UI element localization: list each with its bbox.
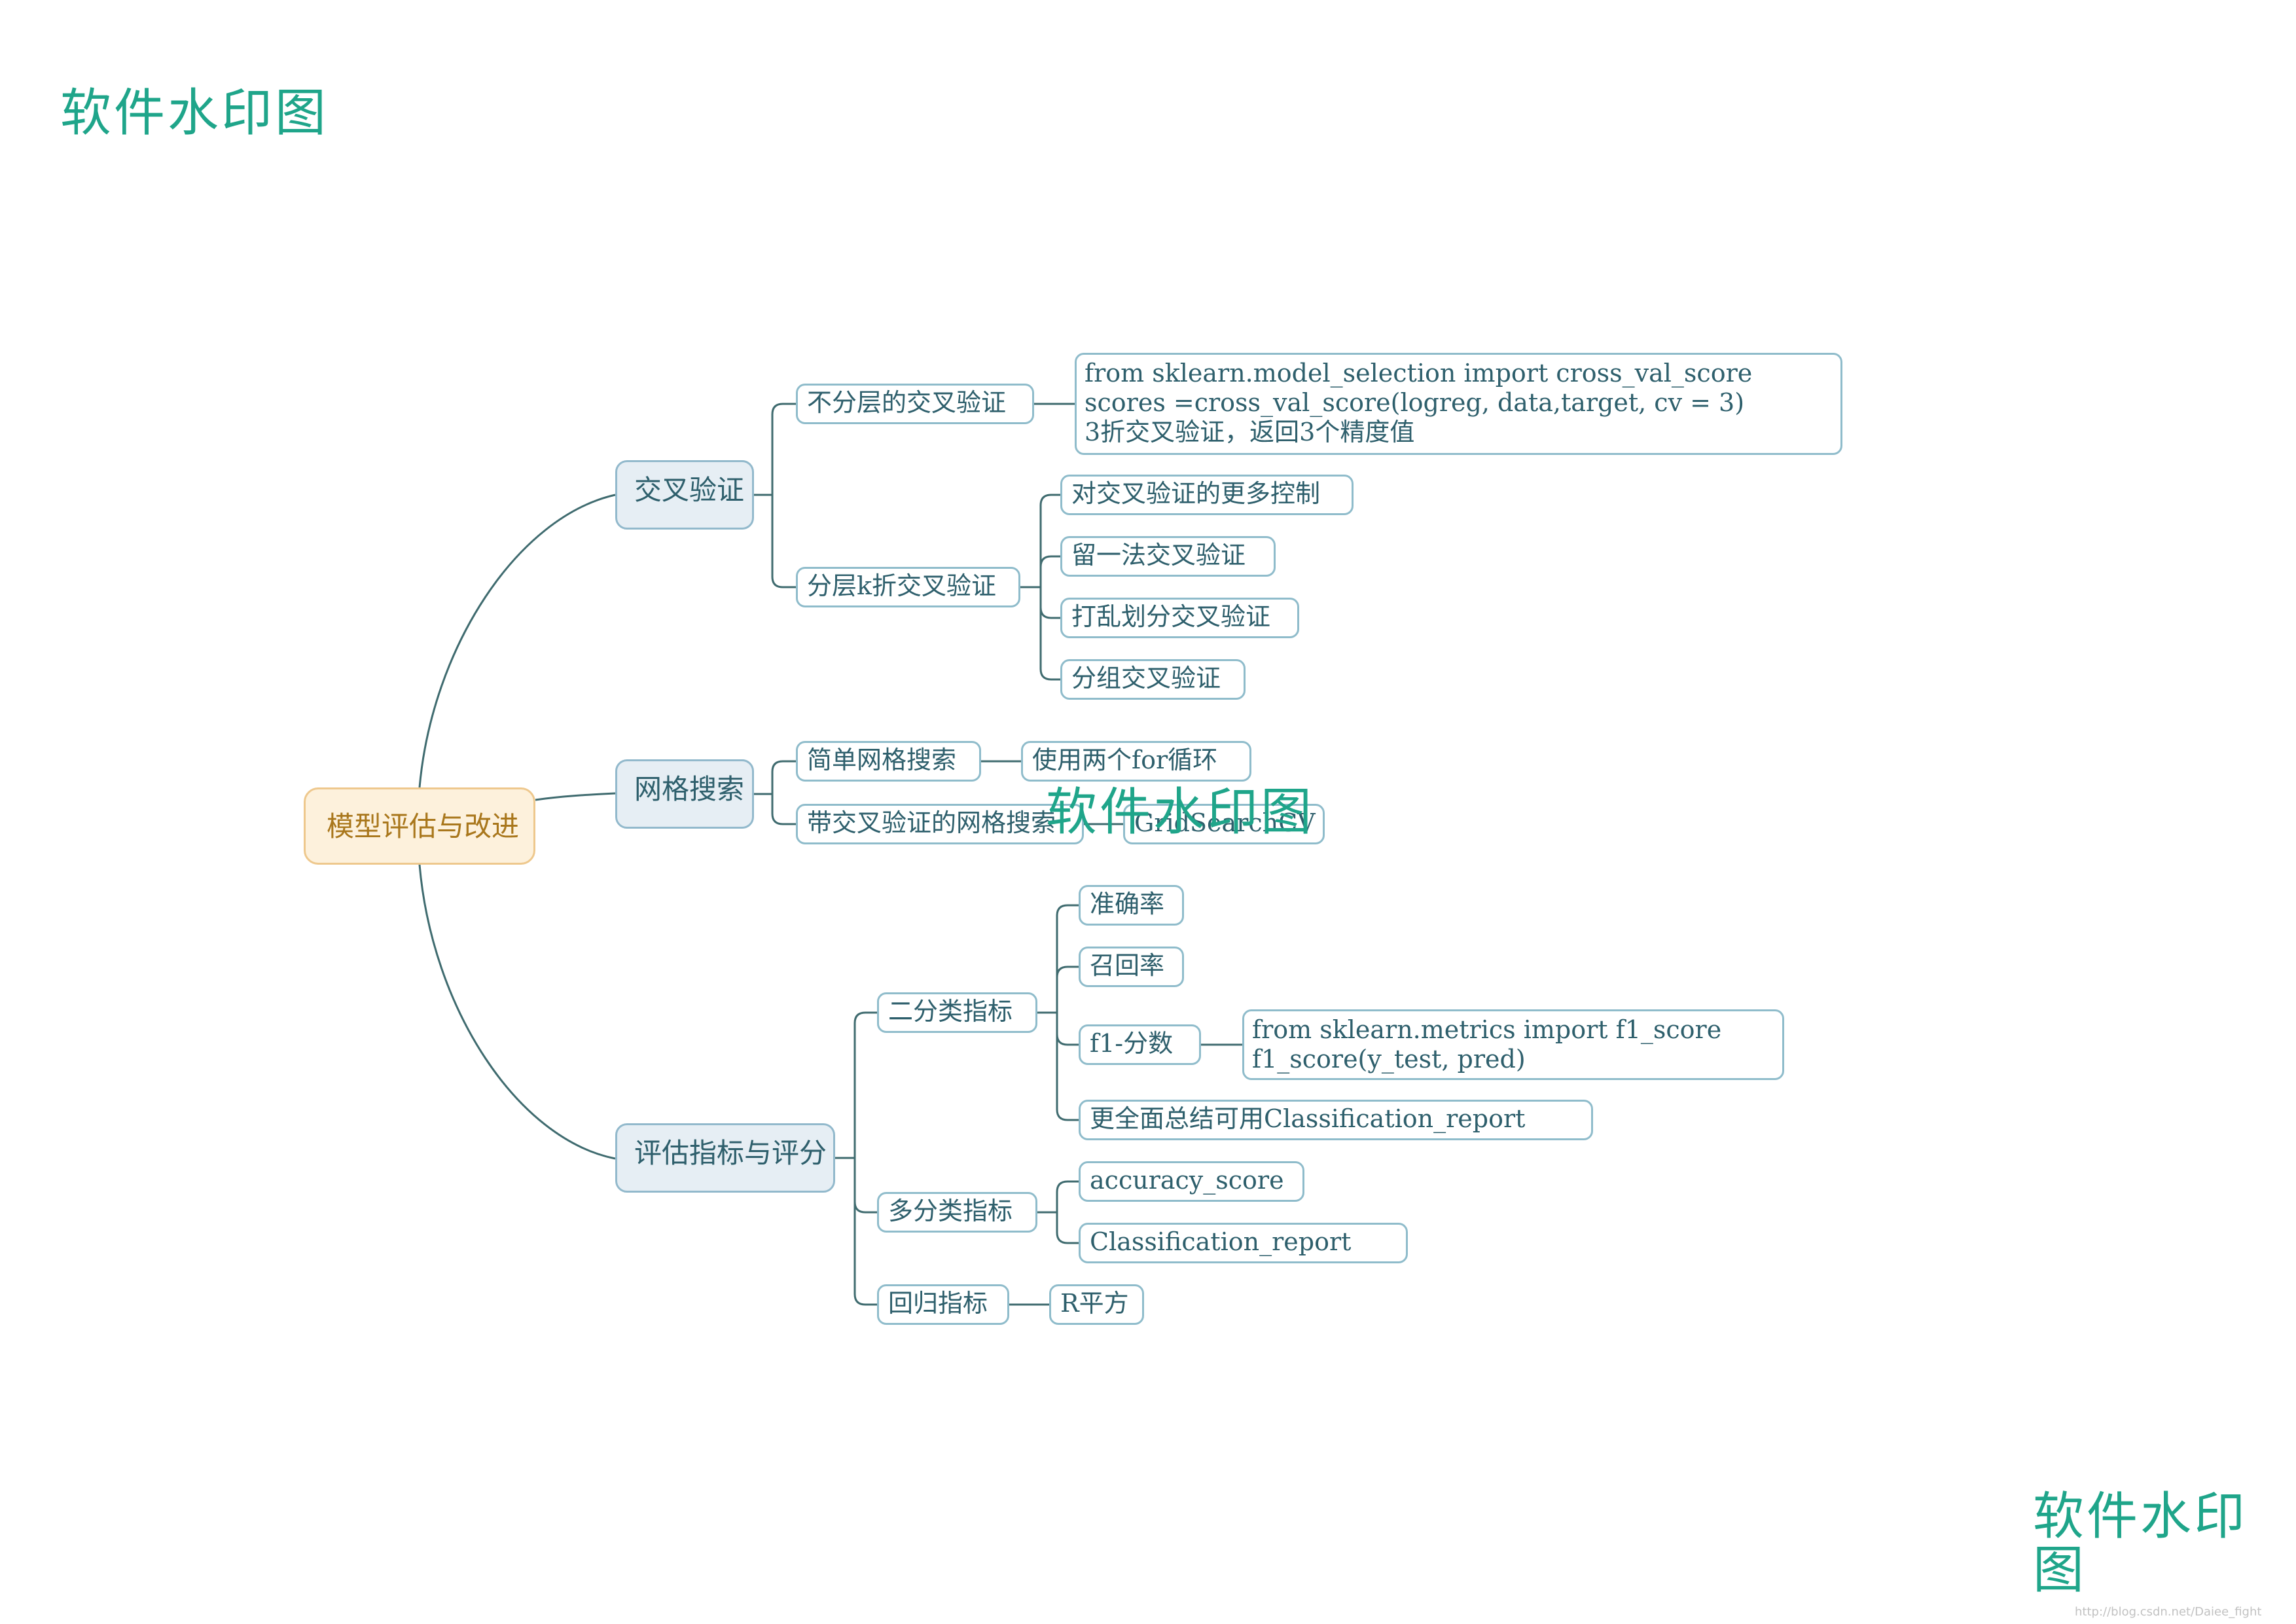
connector-line bbox=[535, 792, 616, 801]
connector-line bbox=[1039, 607, 1060, 619]
node-cross-val-score-code[interactable]: from sklearn.model_selection import cros… bbox=[1075, 353, 1842, 455]
node-group-cv[interactable]: 分组交叉验证 bbox=[1060, 659, 1246, 700]
node-f1-score[interactable]: f1-分数 bbox=[1079, 1024, 1201, 1065]
node-binary-metrics[interactable]: 二分类指标 bbox=[877, 992, 1037, 1033]
branch-cross-validation[interactable]: 交叉验证 bbox=[615, 460, 754, 530]
connector-line bbox=[1056, 1232, 1079, 1244]
connector-line bbox=[771, 576, 796, 588]
connector-line bbox=[1056, 1180, 1079, 1193]
code-line: scores =cross_val_score(logreg, data,tar… bbox=[1085, 388, 1745, 417]
connector-line bbox=[853, 1201, 877, 1214]
node-classification-report-summary[interactable]: 更全面总结可用Classification_report bbox=[1079, 1100, 1593, 1140]
watermark-bottom-right: 软件水印图 bbox=[2033, 1487, 2248, 1600]
connector-line bbox=[771, 403, 796, 415]
node-f1-score-code[interactable]: from sklearn.metrics import f1_score f1_… bbox=[1242, 1009, 1784, 1080]
connector-line bbox=[418, 864, 616, 1160]
root-node[interactable]: 模型评估与改进 bbox=[304, 787, 535, 865]
branch-evaluation-metrics[interactable]: 评估指标与评分 bbox=[615, 1123, 835, 1193]
node-stratified-kfold[interactable]: 分层k折交叉验证 bbox=[796, 567, 1020, 607]
watermark-top-left: 软件水印图 bbox=[60, 84, 329, 143]
node-accuracy-score[interactable]: accuracy_score bbox=[1079, 1161, 1304, 1202]
credit-url: http://blog.csdn.net/Daiee_fight bbox=[2075, 1605, 2262, 1619]
node-more-cv-control[interactable]: 对交叉验证的更多控制 bbox=[1060, 475, 1354, 515]
branch-grid-search[interactable]: 网格搜索 bbox=[615, 759, 754, 829]
code-line: f1_score(y_test, pred) bbox=[1252, 1045, 1526, 1074]
node-grid-search-with-cv[interactable]: 带交叉验证的网格搜索 bbox=[796, 804, 1084, 844]
connector-line bbox=[1056, 904, 1079, 916]
connector-line bbox=[853, 1293, 877, 1306]
connector-line bbox=[1039, 555, 1060, 568]
connector-line bbox=[771, 813, 796, 825]
connector-line bbox=[418, 494, 616, 788]
code-line: from sklearn.metrics import f1_score bbox=[1252, 1015, 1722, 1044]
connector-line bbox=[1056, 1034, 1079, 1046]
node-recall[interactable]: 召回率 bbox=[1079, 947, 1184, 987]
connector-line bbox=[771, 760, 796, 772]
code-line: 3折交叉验证，返回3个精度值 bbox=[1085, 418, 1415, 446]
node-leave-one-out[interactable]: 留一法交叉验证 bbox=[1060, 536, 1276, 577]
node-two-for-loops[interactable]: 使用两个for循环 bbox=[1021, 741, 1251, 782]
node-multiclass-metrics[interactable]: 多分类指标 bbox=[877, 1192, 1037, 1233]
connector-line bbox=[1056, 965, 1079, 978]
watermark-center: 软件水印图 bbox=[1046, 783, 1315, 842]
node-gridsearchcv[interactable]: GridSearchCV bbox=[1123, 804, 1325, 844]
node-shuffle-split[interactable]: 打乱划分交叉验证 bbox=[1060, 598, 1299, 638]
node-simple-grid-search[interactable]: 简单网格搜索 bbox=[796, 741, 981, 782]
node-r-squared[interactable]: R平方 bbox=[1049, 1284, 1144, 1325]
code-line: from sklearn.model_selection import cros… bbox=[1085, 359, 1753, 388]
connector-line bbox=[1039, 668, 1060, 681]
node-regression-metrics[interactable]: 回归指标 bbox=[877, 1284, 1009, 1325]
node-accuracy[interactable]: 准确率 bbox=[1079, 885, 1184, 926]
node-classification-report[interactable]: Classification_report bbox=[1079, 1223, 1408, 1263]
connector-line bbox=[1039, 494, 1060, 506]
connector-line bbox=[853, 1011, 877, 1024]
node-unstratified-cv[interactable]: 不分层的交叉验证 bbox=[796, 384, 1034, 424]
connector-line bbox=[1056, 1109, 1079, 1121]
